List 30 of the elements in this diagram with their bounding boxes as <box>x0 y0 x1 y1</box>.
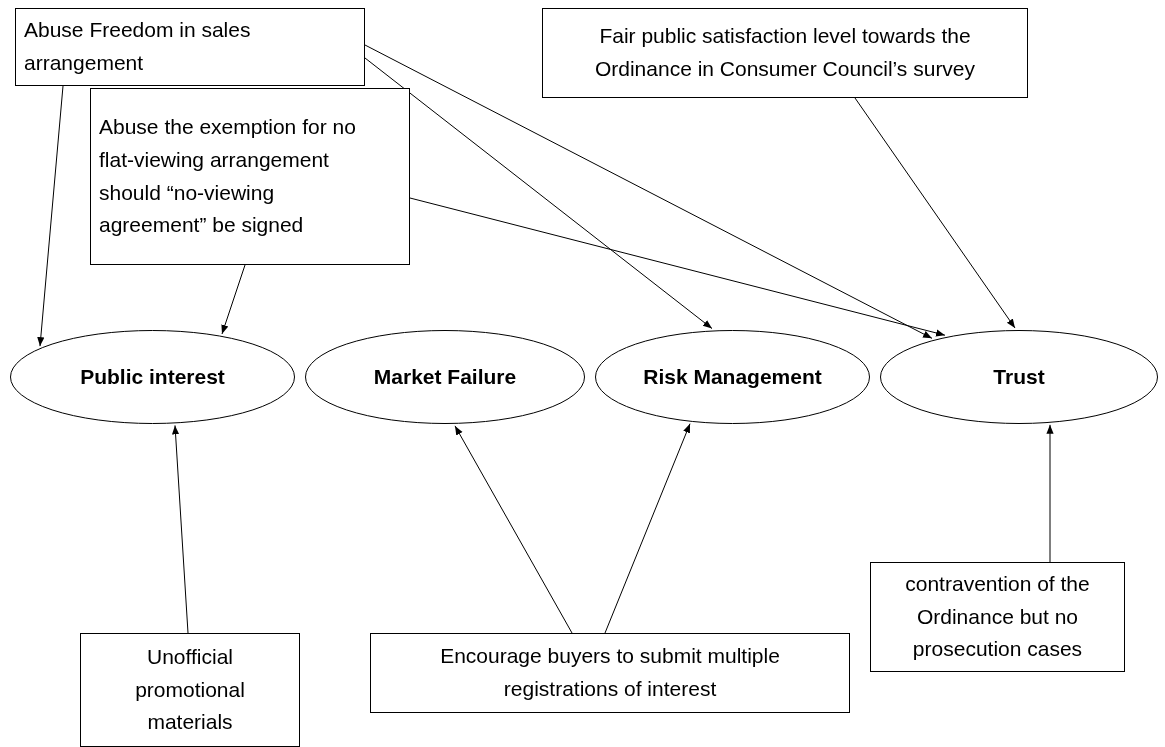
concept-ellipse <box>10 330 295 424</box>
note-text: Abuse Freedom in sales arrangement <box>24 17 252 76</box>
note-text: Fair public satisfaction level towards the Ordinance in Consumer Council’s survey <box>593 23 977 82</box>
arrow <box>1046 424 1054 563</box>
text-box <box>80 633 300 747</box>
concept-label: Trust <box>993 364 1045 390</box>
arrow <box>221 264 246 335</box>
arrow <box>409 197 946 337</box>
text-box <box>542 8 1028 98</box>
text-box <box>15 8 365 86</box>
concept-label: Market Failure <box>373 364 517 390</box>
concept-label: Public interest <box>80 364 225 390</box>
text-box <box>370 633 850 713</box>
arrow <box>454 425 573 634</box>
note-text: contravention of the Ordinance but no prosecution cases <box>904 571 1091 663</box>
concept-label: Risk Management <box>643 364 822 390</box>
concept-ellipse <box>595 330 870 424</box>
note-text: Abuse the exemption for no flat-viewing arrangement should “no-viewing agreement” be signed <box>99 114 357 239</box>
text-box <box>90 88 410 265</box>
concept-ellipse <box>305 330 585 424</box>
arrow <box>854 97 1016 329</box>
arrow <box>37 85 64 347</box>
arrow <box>604 423 691 634</box>
note-text: Encourage buyers to submit multiple registrations of interest <box>439 643 781 702</box>
arrow <box>364 57 713 330</box>
concept-ellipse <box>880 330 1158 424</box>
text-box <box>870 562 1125 672</box>
arrow <box>171 424 189 634</box>
note-text: Unofficial promotional materials <box>134 644 246 736</box>
arrow <box>364 44 933 339</box>
